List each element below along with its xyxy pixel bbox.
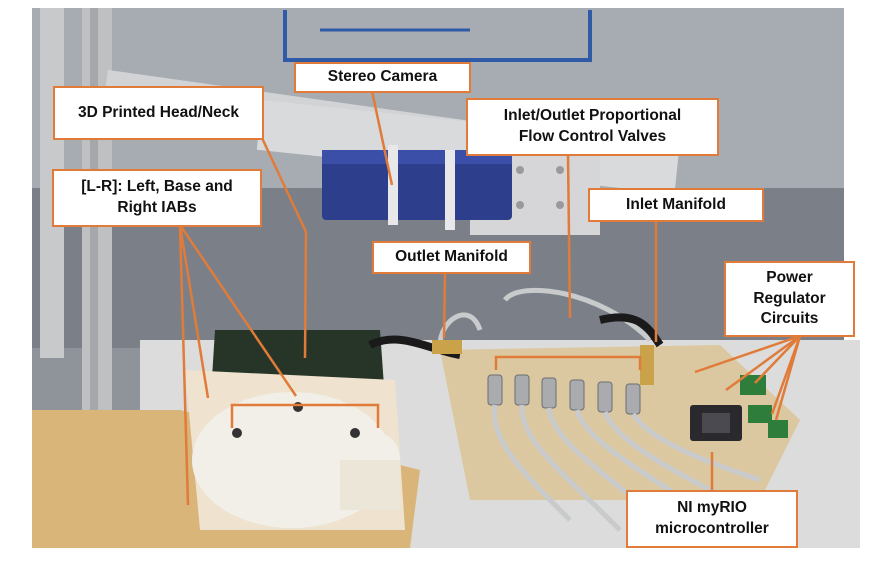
- callout-power-regulator: Power Regulator Circuits: [724, 261, 855, 337]
- callout-outlet-manifold: Outlet Manifold: [372, 241, 531, 274]
- regulator-circuit-2: [748, 405, 772, 423]
- inlet-manifold: [640, 345, 654, 385]
- leader-lines: [178, 90, 802, 506]
- callout-head-neck: 3D Printed Head/Neck: [53, 86, 264, 140]
- callout-flow-control-valves: Inlet/Outlet Proportional Flow Control V…: [466, 98, 719, 156]
- callout-iabs: [L-R]: Left, Base and Right IABs: [52, 169, 262, 227]
- regulator-circuit-3: [768, 420, 788, 438]
- outlet-manifold: [432, 340, 462, 354]
- callout-myrio: NI myRIO microcontroller: [626, 490, 798, 548]
- stereo-camera: [322, 150, 512, 220]
- callout-inlet-manifold: Inlet Manifold: [588, 188, 764, 222]
- callout-stereo-camera: Stereo Camera: [294, 62, 471, 93]
